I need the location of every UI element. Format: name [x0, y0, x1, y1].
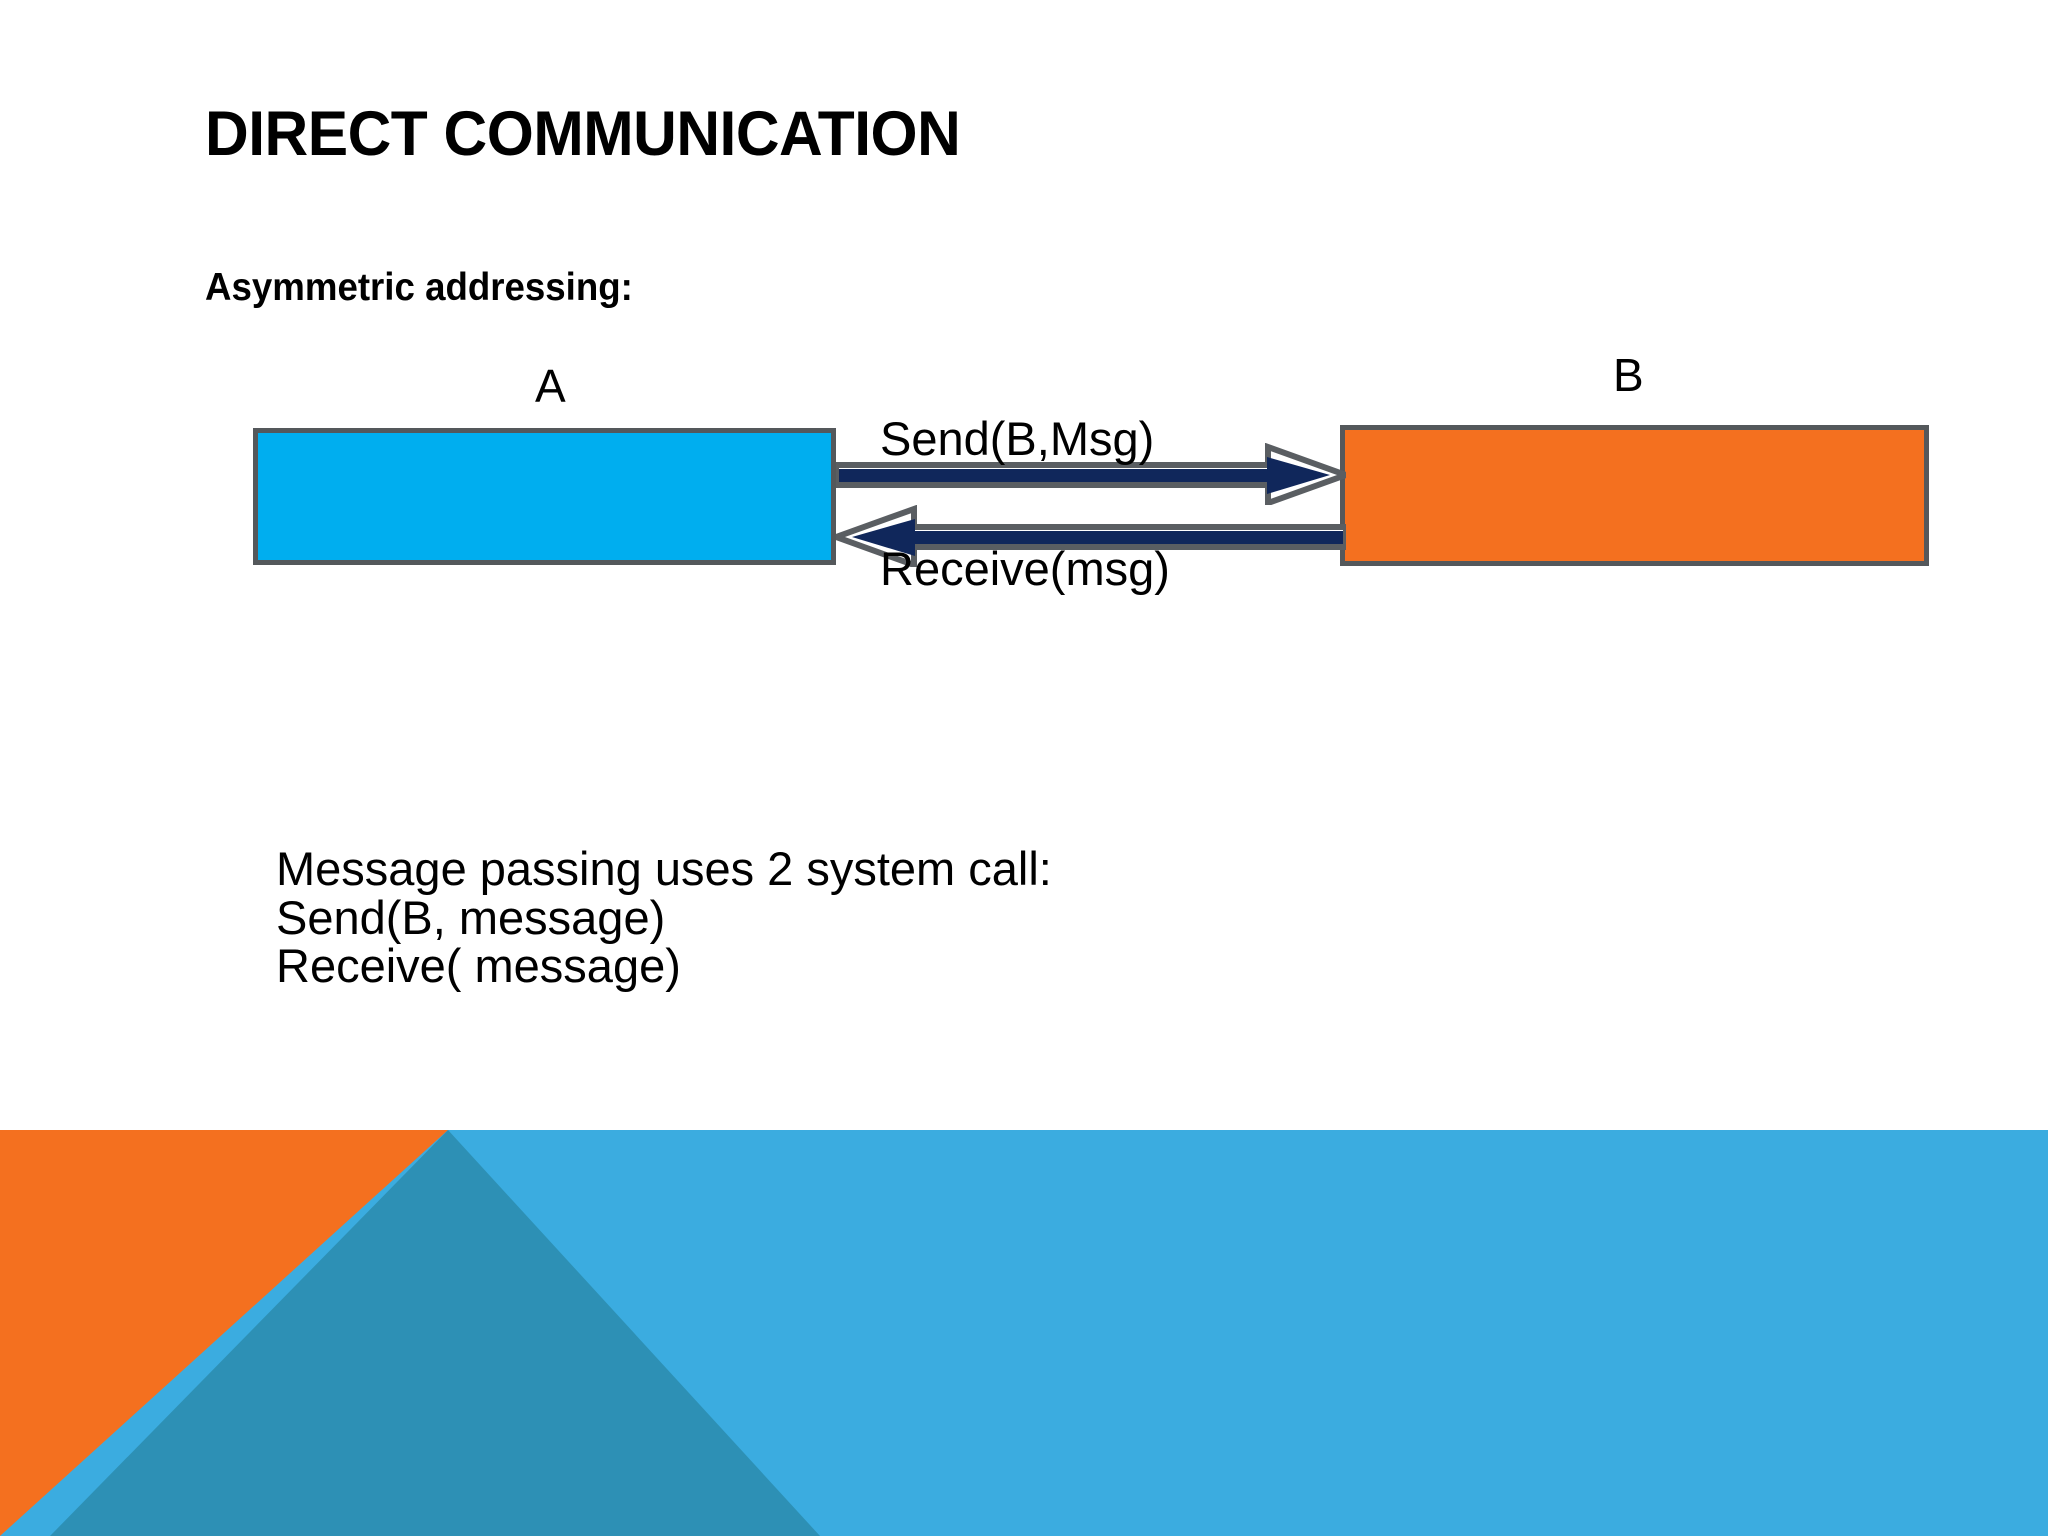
banner-teal-triangle [50, 1130, 820, 1536]
process-b-label: B [1613, 349, 1644, 401]
body-line-2: Send(B, message) [276, 890, 666, 944]
body-text-block: Message passing uses 2 system call: Send… [276, 842, 1052, 993]
communication-diagram: A B Send(B,Msg) Receive(msg) [0, 0, 2048, 700]
process-a-box [253, 428, 836, 565]
banner-orange-layer [0, 1130, 448, 1536]
decorative-banner [0, 1130, 2048, 1536]
send-arrow [833, 442, 1355, 508]
receive-arrow-head [852, 519, 915, 556]
receive-arrow-caption: Receive(msg) [880, 542, 1170, 595]
process-b-box [1340, 425, 1929, 566]
subheading: Asymmetric addressing: [205, 266, 633, 309]
process-a-label: A [535, 360, 566, 412]
body-line-1: Message passing uses 2 system call: [276, 842, 1052, 895]
send-arrow-head [1267, 457, 1330, 494]
send-arrow-bar [839, 469, 1267, 482]
send-arrow-caption: Send(B,Msg) [880, 412, 1155, 465]
page-title: DIRECT COMMUNICATION [205, 99, 961, 169]
receive-arrow [827, 504, 1349, 570]
receive-arrow-bar [915, 531, 1343, 544]
body-line-3: Receive( message) [276, 939, 681, 993]
